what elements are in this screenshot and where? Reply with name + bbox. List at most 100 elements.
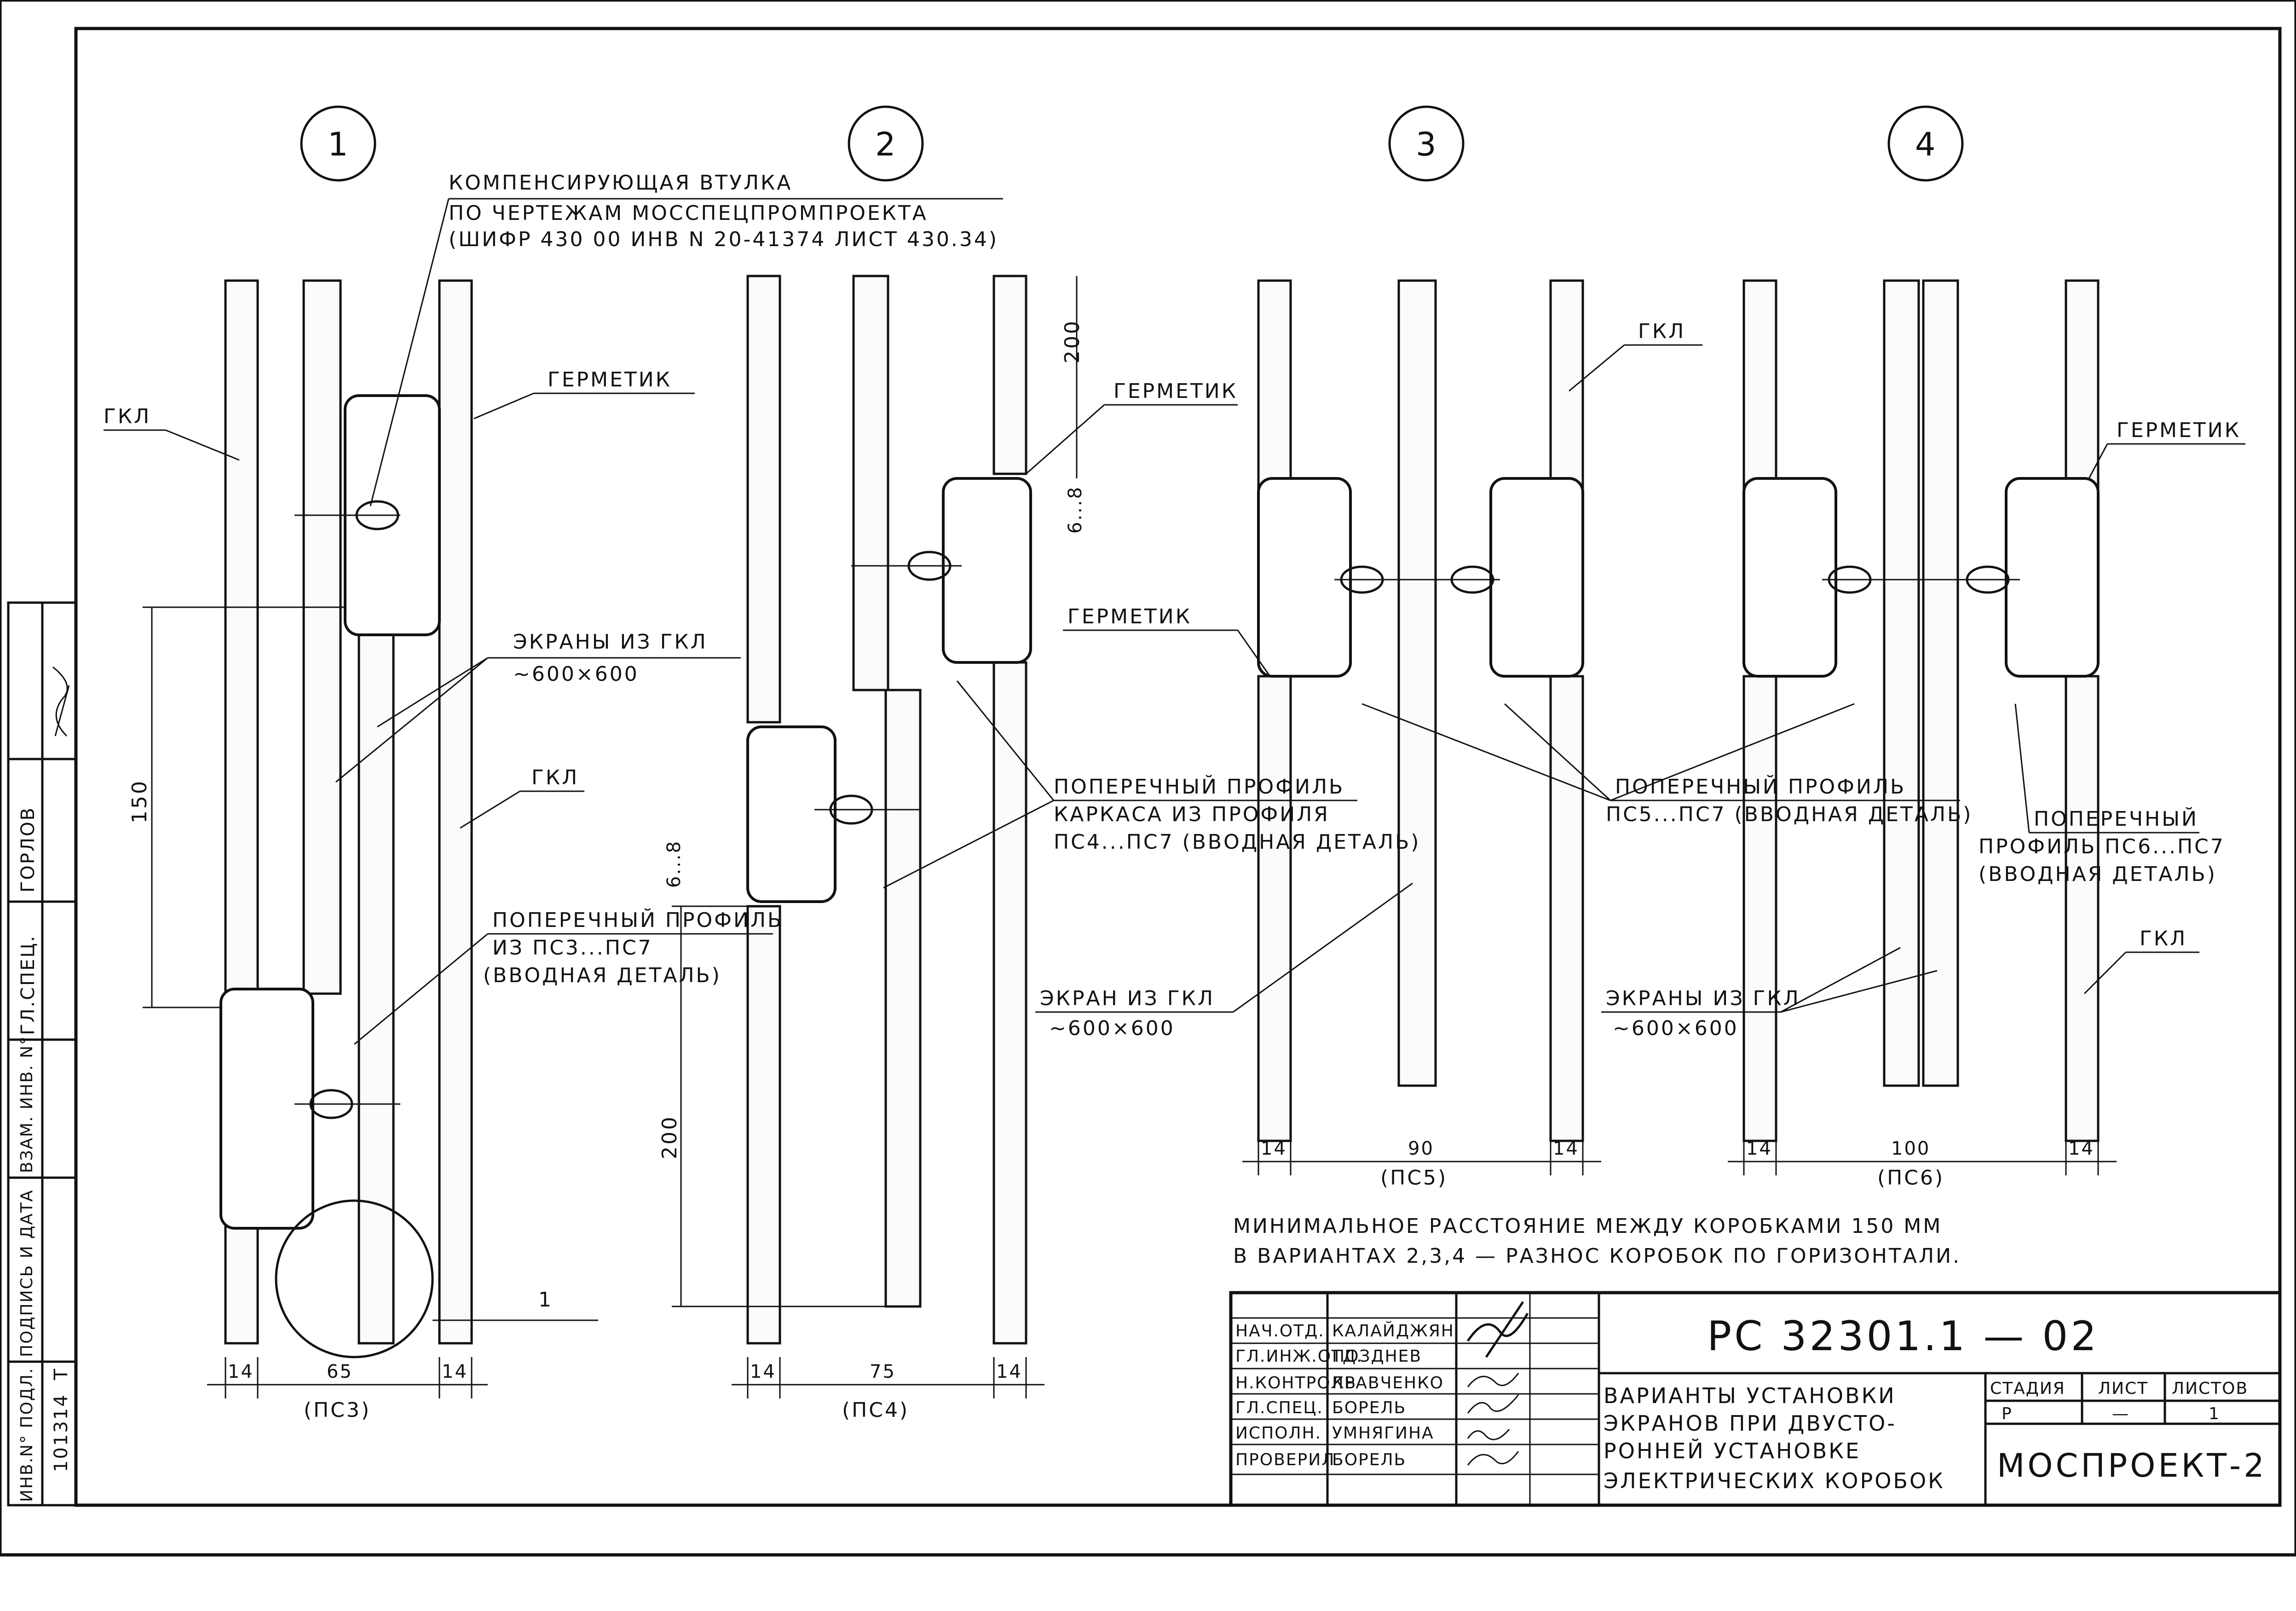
v4-gkl-right bbox=[2065, 279, 2100, 489]
signature-5 bbox=[1467, 1429, 1510, 1440]
variant-4-section: 14 100 14 (ПС6) bbox=[1728, 279, 2117, 1190]
title-line-3: РОННЕЙ УСТАНОВКЕ bbox=[1604, 1438, 1861, 1463]
v1-dim-mid: 65 bbox=[327, 1361, 353, 1382]
label-profile-v4-line1: ПОПЕРЕЧНЫЙ bbox=[2034, 806, 2198, 831]
v2-dim-left: 14 bbox=[750, 1361, 776, 1382]
label-profile-v4-line3: (ВВОДНАЯ ДЕТАЛЬ) bbox=[1979, 863, 2217, 886]
label-gkl-v1-left: ГКЛ bbox=[104, 405, 151, 428]
variant-3-number: 3 bbox=[1416, 126, 1436, 163]
v1-callout-1: 1 bbox=[538, 1288, 553, 1312]
signer-1-role: НАЧ.ОТД. bbox=[1235, 1322, 1325, 1341]
side-stamp-suffix: Т bbox=[51, 1368, 72, 1381]
v1-screen-lower bbox=[358, 633, 395, 1345]
v4-box-right bbox=[2005, 477, 2100, 678]
label-profile-v3-line2: ПС5...ПС7 (ВВОДНАЯ ДЕТАЛЬ) bbox=[1606, 803, 1973, 826]
v1-box-lower bbox=[219, 988, 314, 1230]
signer-2-name: ПОЗДНЕВ bbox=[1332, 1347, 1422, 1366]
signature-4 bbox=[1467, 1394, 1519, 1414]
v3-gkl-right-lower bbox=[1549, 675, 1584, 1142]
v4-gkl-right-lower bbox=[2065, 675, 2100, 1142]
title-line-2: ЭКРАНОВ ПРИ ДВУСТО- bbox=[1604, 1411, 1897, 1436]
v3-gkl-left bbox=[1257, 279, 1292, 489]
outer-border bbox=[0, 0, 2296, 1557]
v3-box-right bbox=[1489, 477, 1584, 678]
v1-gkl-right bbox=[438, 279, 473, 1345]
v3-box-left bbox=[1257, 477, 1352, 678]
title-line-1: ВАРИАНТЫ УСТАНОВКИ bbox=[1604, 1383, 1896, 1408]
leader-labels: КОМПЕНСИРУЮЩАЯ ВТУЛКА ПО ЧЕРТЕЖАМ МОССПЕ… bbox=[104, 171, 2245, 1045]
signature-3 bbox=[1467, 1373, 1519, 1387]
v4-gkl-left bbox=[1742, 279, 1777, 489]
v4-gkl-left-lower bbox=[1742, 675, 1777, 1142]
title-block: НАЧ.ОТД. КАЛАЙДЖЯН ГЛ.ИНЖ.ОТД. ПОЗДНЕВ Н… bbox=[1229, 1291, 2282, 1507]
label-profile-v2-line1: ПОПЕРЕЧНЫЙ ПРОФИЛЬ bbox=[1054, 774, 1344, 799]
label-profile-v3-line1: ПОПЕРЕЧНЫЙ ПРОФИЛЬ bbox=[1615, 774, 1906, 799]
v3-dim-left: 14 bbox=[1261, 1138, 1287, 1159]
sheet-label: ЛИСТ bbox=[2098, 1379, 2148, 1398]
v2-screen-upper bbox=[852, 275, 889, 691]
label-screens-v4-line2: ~600×600 bbox=[1613, 1017, 1739, 1040]
label-germetik-v3: ГЕРМЕТИК bbox=[1067, 605, 1192, 628]
v4-screen-left bbox=[1883, 279, 1920, 1087]
variant-1-number: 1 bbox=[328, 126, 348, 163]
side-stamp-inv-number: 101314 bbox=[51, 1393, 72, 1472]
sheets-label: ЛИСТОВ bbox=[2172, 1379, 2248, 1398]
label-profile-v2-line3: ПС4...ПС7 (ВВОДНАЯ ДЕТАЛЬ) bbox=[1054, 830, 1420, 854]
v2-dim-200-top: 200 bbox=[1061, 319, 1084, 363]
side-stamp: ГЛ.СПЕЦ. ГОРЛОВ ВЗАМ. ИНВ. N° ПОДПИСЬ И … bbox=[7, 601, 77, 1507]
v2-dim-6-8-bottom: 6...8 bbox=[663, 840, 685, 888]
v2-screen-lower bbox=[884, 689, 922, 1308]
label-germetik-v1: ГЕРМЕТИК bbox=[548, 368, 672, 391]
side-stamp-signature bbox=[52, 666, 70, 737]
note-line2: В ВАРИАНТАХ 2,3,4 — РАЗНОС КОРОБОК ПО ГО… bbox=[1233, 1244, 1961, 1268]
v4-screen-right bbox=[1922, 279, 1959, 1087]
side-stamp-vzam: ВЗАМ. ИНВ. N° bbox=[17, 1036, 36, 1173]
variant-3-section: 14 90 14 (ПС5) bbox=[1242, 279, 1601, 1190]
label-screen-v2-line2: ~600×600 bbox=[1049, 1017, 1175, 1040]
v4-dim-mid: 100 bbox=[1891, 1138, 1930, 1159]
variant-numbers: 1 2 3 4 bbox=[300, 105, 1964, 182]
v4-profile: (ПС6) bbox=[1877, 1166, 1944, 1190]
label-gkl-v4: ГКЛ bbox=[2140, 927, 2187, 950]
v2-dim-mid: 75 bbox=[870, 1361, 896, 1382]
label-gkl-v1-right: ГКЛ bbox=[531, 766, 579, 789]
doc-code: РС 32301.1 — 02 bbox=[1707, 1312, 2099, 1360]
label-profile-v2-line2: КАРКАСА ИЗ ПРОФИЛЯ bbox=[1054, 803, 1330, 826]
organization: МОСПРОЕКТ-2 bbox=[1997, 1447, 2267, 1484]
label-profile-v1-line1: ПОПЕРЕЧНЫЙ ПРОФИЛЬ bbox=[492, 908, 783, 932]
v4-dim-left: 14 bbox=[1746, 1138, 1772, 1159]
v2-gkl-left bbox=[746, 275, 781, 724]
v1-screen-upper bbox=[302, 279, 342, 995]
label-profile-v4-line2: ПРОФИЛЬ ПС6...ПС7 bbox=[1979, 835, 2225, 858]
v2-profile: (ПС4) bbox=[842, 1398, 909, 1422]
signature-1 bbox=[1466, 1301, 1529, 1358]
signer-4-name: БОРЕЛЬ bbox=[1332, 1398, 1406, 1417]
side-stamp-name: ГОРЛОВ bbox=[17, 806, 39, 892]
label-bushing-line1: КОМПЕНСИРУЮЩАЯ ВТУЛКА bbox=[449, 171, 792, 195]
v3-screen bbox=[1397, 279, 1437, 1087]
side-stamp-role: ГЛ.СПЕЦ. bbox=[17, 935, 39, 1035]
variant-2-section: 200 6...8 200 6...8 14 75 14 (ПС4) bbox=[658, 275, 1086, 1422]
v2-box-upper bbox=[942, 477, 1032, 664]
v2-dim-200-bottom: 200 bbox=[658, 1115, 681, 1159]
v1-dim-150: 150 bbox=[128, 779, 151, 823]
v2-gkl-left-lower bbox=[746, 905, 781, 1345]
v2-box-lower bbox=[746, 725, 836, 903]
stage-value: Р bbox=[2002, 1404, 2013, 1423]
variant-4-number: 4 bbox=[1915, 126, 1936, 163]
v2-gkl-right-lower bbox=[992, 661, 1027, 1345]
title-line-4: ЭЛЕКТРИЧЕСКИХ КОРОБОК bbox=[1604, 1468, 1945, 1493]
v1-detail-callout-circle bbox=[275, 1199, 434, 1358]
signer-5-role: ИСПОЛН. bbox=[1235, 1424, 1321, 1443]
variant-1-section: 1 150 14 65 14 (ПС3) bbox=[128, 279, 598, 1422]
label-bushing-line2: ПО ЧЕРТЕЖАМ МОССПЕЦПРОМПРОЕКТА bbox=[449, 201, 928, 225]
signer-3-name: КРАВЧЕНКО bbox=[1332, 1374, 1444, 1392]
v1-profile: (ПС3) bbox=[304, 1398, 371, 1422]
label-profile-v1-line2: ИЗ ПС3...ПС7 bbox=[492, 936, 653, 960]
note-line1: МИНИМАЛЬНОЕ РАССТОЯНИЕ МЕЖДУ КОРОБКАМИ 1… bbox=[1233, 1214, 1942, 1238]
sheets-value: 1 bbox=[2209, 1404, 2220, 1423]
label-germetik-v2: ГЕРМЕТИК bbox=[1113, 380, 1238, 403]
v2-gkl-right bbox=[992, 275, 1027, 475]
v1-dim-left: 14 bbox=[228, 1361, 254, 1382]
